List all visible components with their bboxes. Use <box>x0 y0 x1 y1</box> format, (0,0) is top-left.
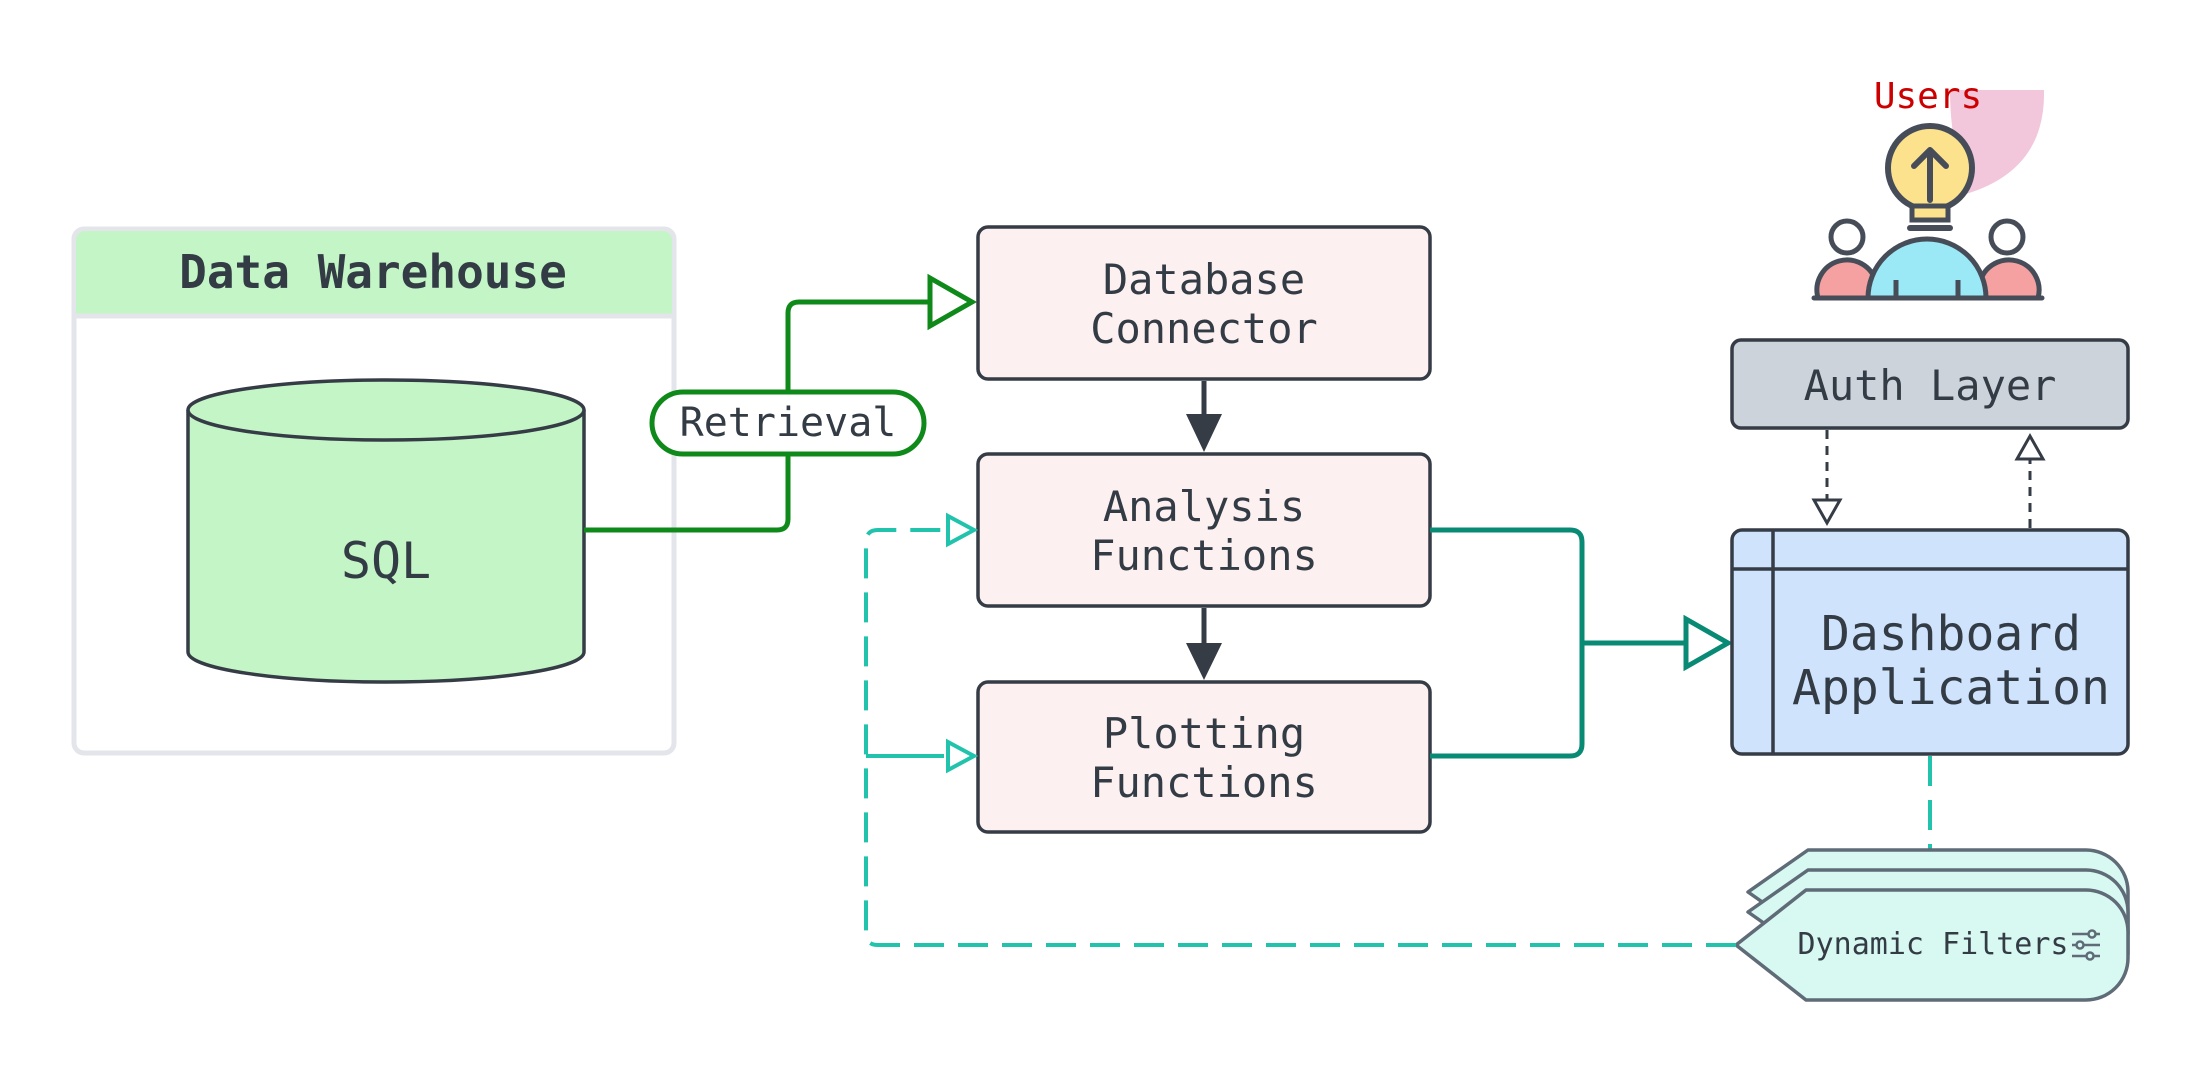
data-warehouse-title: Data Warehouse <box>179 245 567 299</box>
sliders-icon <box>2072 929 2100 961</box>
filter-to-analysis-arrowhead <box>946 512 979 548</box>
auth-to-dashboard-arrow <box>1811 430 1843 527</box>
auth-layer-node: Auth Layer <box>1730 338 2130 430</box>
dashboard-to-auth-arrow <box>2014 432 2046 528</box>
database-connector-label-line2: Connector <box>1090 304 1318 353</box>
dashboard-label-line2: Application <box>1792 660 2110 716</box>
users-idea-icon <box>1811 123 2045 301</box>
users-label: Users <box>1874 76 1982 117</box>
retrieval-edge: Retrieval <box>584 273 978 533</box>
database-connector-label-line1: Database <box>1103 255 1305 304</box>
plotting-functions-label-line1: Plotting <box>1103 709 1305 758</box>
users-group: Users <box>1811 76 2045 301</box>
data-warehouse-header <box>76 231 672 314</box>
dashboard-label-line1: Dashboard <box>1821 606 2081 662</box>
plotting-functions-node: Plotting Functions <box>976 680 1432 834</box>
sql-label: SQL <box>341 532 431 590</box>
functions-to-dashboard-edge <box>1430 527 1734 759</box>
dynamic-filters-node: Dynamic Filters <box>1734 848 2130 1002</box>
analysis-functions-node: Analysis Functions <box>976 452 1432 608</box>
analysis-functions-label-line1: Analysis <box>1103 482 1305 531</box>
dashboard-application-node: Dashboard Application <box>1730 528 2130 756</box>
filters-feedback-edge <box>864 512 1736 947</box>
analysis-to-plotting-arrow <box>1186 608 1222 680</box>
dynamic-filters-label: Dynamic Filters <box>1798 927 2069 962</box>
filter-to-plotting-arrowhead <box>946 738 979 774</box>
auth-layer-label: Auth Layer <box>1804 361 2057 410</box>
retrieval-arrowhead <box>927 273 978 331</box>
data-warehouse-group: Data Warehouse SQL <box>71 226 677 756</box>
plotting-functions-label-line2: Functions <box>1090 758 1318 807</box>
connector-to-analysis-arrow <box>1186 381 1222 452</box>
sql-database-cylinder: SQL <box>186 378 586 684</box>
dashboard-arrowhead <box>1683 614 1734 672</box>
database-connector-node: Database Connector <box>976 225 1432 381</box>
retrieval-label-box <box>649 389 927 457</box>
retrieval-label: Retrieval <box>680 400 897 446</box>
analysis-functions-label-line2: Functions <box>1090 531 1318 580</box>
